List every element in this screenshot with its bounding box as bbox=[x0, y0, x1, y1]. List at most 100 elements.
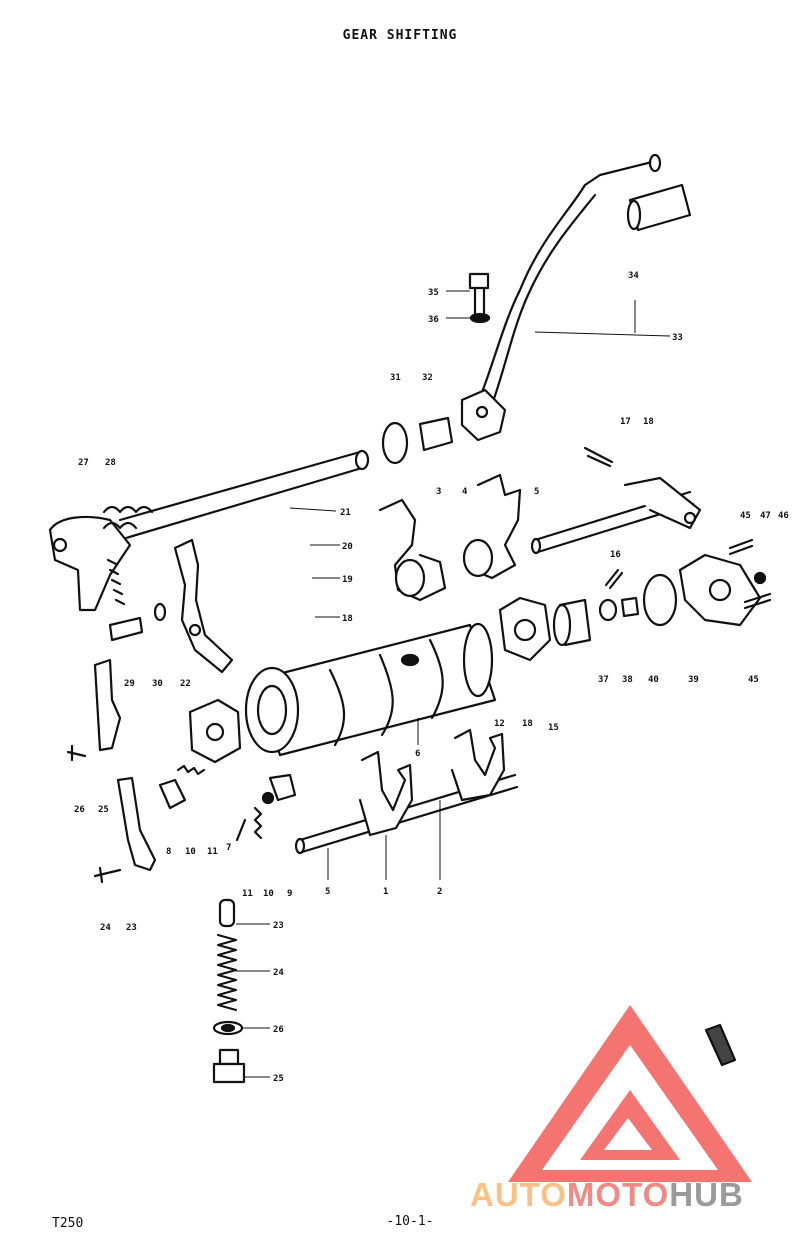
rubber-end bbox=[626, 199, 642, 231]
leader-37 bbox=[534, 300, 671, 337]
direction-marker bbox=[704, 1023, 737, 1067]
callout-24: 24 bbox=[273, 968, 284, 978]
callout-23: 23 bbox=[273, 921, 284, 931]
callout-22: 22 bbox=[180, 679, 191, 689]
pawl-9 bbox=[158, 778, 187, 810]
callout-19a: 19 bbox=[342, 575, 353, 585]
callout-29: 25 bbox=[98, 805, 109, 815]
watermark-logo bbox=[508, 1005, 752, 1182]
lever-22-hole bbox=[188, 623, 202, 637]
callout-47: 47 bbox=[760, 511, 771, 521]
shift-fork-1 bbox=[358, 750, 414, 837]
washer-26-hole bbox=[220, 1023, 236, 1033]
pedal-end bbox=[648, 153, 662, 173]
callout-32: 28 bbox=[105, 458, 116, 468]
lever-18-hole bbox=[683, 511, 697, 525]
washer-40 bbox=[469, 312, 491, 324]
plate-29 bbox=[93, 658, 122, 752]
screw-30 bbox=[66, 744, 87, 762]
return-spring bbox=[102, 505, 154, 530]
bolt-45a bbox=[728, 538, 754, 556]
bushing-35 bbox=[381, 421, 409, 465]
washer-34 bbox=[153, 602, 167, 622]
callout-31: 27 bbox=[78, 458, 89, 468]
cam-plate-center bbox=[513, 618, 537, 642]
pin-23 bbox=[218, 898, 236, 928]
drum-groove-1 bbox=[328, 668, 346, 747]
callout-42: 38 bbox=[622, 675, 633, 685]
shift-arm-lever bbox=[48, 515, 132, 612]
callout-37: 33 bbox=[672, 333, 683, 343]
stopper-lever-22 bbox=[173, 538, 234, 674]
o-ring-44 bbox=[642, 573, 678, 627]
screw-46 bbox=[753, 571, 767, 585]
cam-plate-19 bbox=[498, 596, 552, 662]
spring-24 bbox=[216, 933, 238, 1012]
callout-11b: 11 bbox=[242, 889, 253, 899]
callout-3: 3 bbox=[436, 487, 441, 497]
spring-10 bbox=[253, 806, 263, 840]
callout-19b: 18 bbox=[522, 719, 533, 729]
callout-27: 23 bbox=[126, 923, 137, 933]
callout-44: 40 bbox=[648, 675, 659, 685]
callout-26: 26 bbox=[273, 1025, 284, 1035]
bolt-33 bbox=[108, 616, 144, 642]
watermark-triangle-hole bbox=[604, 1118, 652, 1150]
pedal-clamp bbox=[460, 388, 507, 442]
callout-12: 12 bbox=[494, 719, 505, 729]
callout-17: 17 bbox=[620, 417, 631, 427]
callout-41: 37 bbox=[598, 675, 609, 685]
callout-8: 9 bbox=[287, 889, 292, 899]
fork-shaft-end bbox=[530, 537, 542, 555]
callout-9: 8 bbox=[166, 847, 171, 857]
model-code: T250 bbox=[52, 1216, 84, 1231]
page-title: GEAR SHIFTING bbox=[342, 28, 458, 43]
plug-25-hex bbox=[212, 1062, 246, 1084]
callout-11a: 11 bbox=[207, 847, 218, 857]
drum-cam-7 bbox=[188, 698, 242, 764]
drum-end-inner bbox=[256, 684, 288, 736]
bolt-41 bbox=[598, 598, 618, 622]
watermark-text-hub: HUB bbox=[669, 1176, 744, 1213]
callout-2: 2 bbox=[437, 887, 442, 897]
fork-3-hub bbox=[394, 558, 426, 598]
callout-38: 34 bbox=[628, 271, 639, 281]
selector-shaft bbox=[118, 450, 364, 540]
drum-slot bbox=[400, 653, 420, 667]
fork-4-hub bbox=[462, 538, 494, 578]
callout-45a: 45 bbox=[740, 511, 751, 521]
callout-46: 46 bbox=[778, 511, 789, 521]
callout-18a: 18 bbox=[643, 417, 654, 427]
watermark-text-moto: MOTO bbox=[566, 1176, 670, 1213]
cover-plate-43 bbox=[678, 553, 762, 627]
callout-6: 6 bbox=[415, 749, 420, 759]
shift-pedal-37 bbox=[468, 160, 654, 422]
lever-teeth bbox=[106, 558, 126, 606]
callout-33: 29 bbox=[124, 679, 135, 689]
bushing-36 bbox=[418, 416, 454, 452]
callout-18b: 18 bbox=[342, 614, 353, 624]
pawl-8 bbox=[268, 773, 297, 802]
bearing-end bbox=[552, 603, 572, 647]
drum-groove-2 bbox=[378, 653, 394, 737]
shaft-end bbox=[354, 449, 370, 471]
page-number: -10-1- bbox=[386, 1214, 434, 1229]
drum-end-plate bbox=[244, 666, 300, 754]
callout-45b: 45 bbox=[748, 675, 759, 685]
callout-7: 7 bbox=[226, 843, 231, 853]
callout-30: 26 bbox=[74, 805, 85, 815]
shift-fork-2 bbox=[450, 728, 506, 802]
callout-4: 4 bbox=[462, 487, 468, 497]
bolt-45b bbox=[743, 592, 772, 610]
callout-39: 35 bbox=[428, 288, 439, 298]
drum-ring-12 bbox=[462, 622, 494, 698]
callout-28: 24 bbox=[100, 923, 111, 933]
callout-10b: 10 bbox=[263, 889, 274, 899]
watermark-text: AUTOMOTOHUB bbox=[470, 1176, 744, 1214]
callout-5a: 5 bbox=[534, 487, 539, 497]
ball-10 bbox=[261, 791, 275, 805]
bolt-39-shank bbox=[473, 286, 486, 318]
spring-11b bbox=[235, 818, 247, 842]
